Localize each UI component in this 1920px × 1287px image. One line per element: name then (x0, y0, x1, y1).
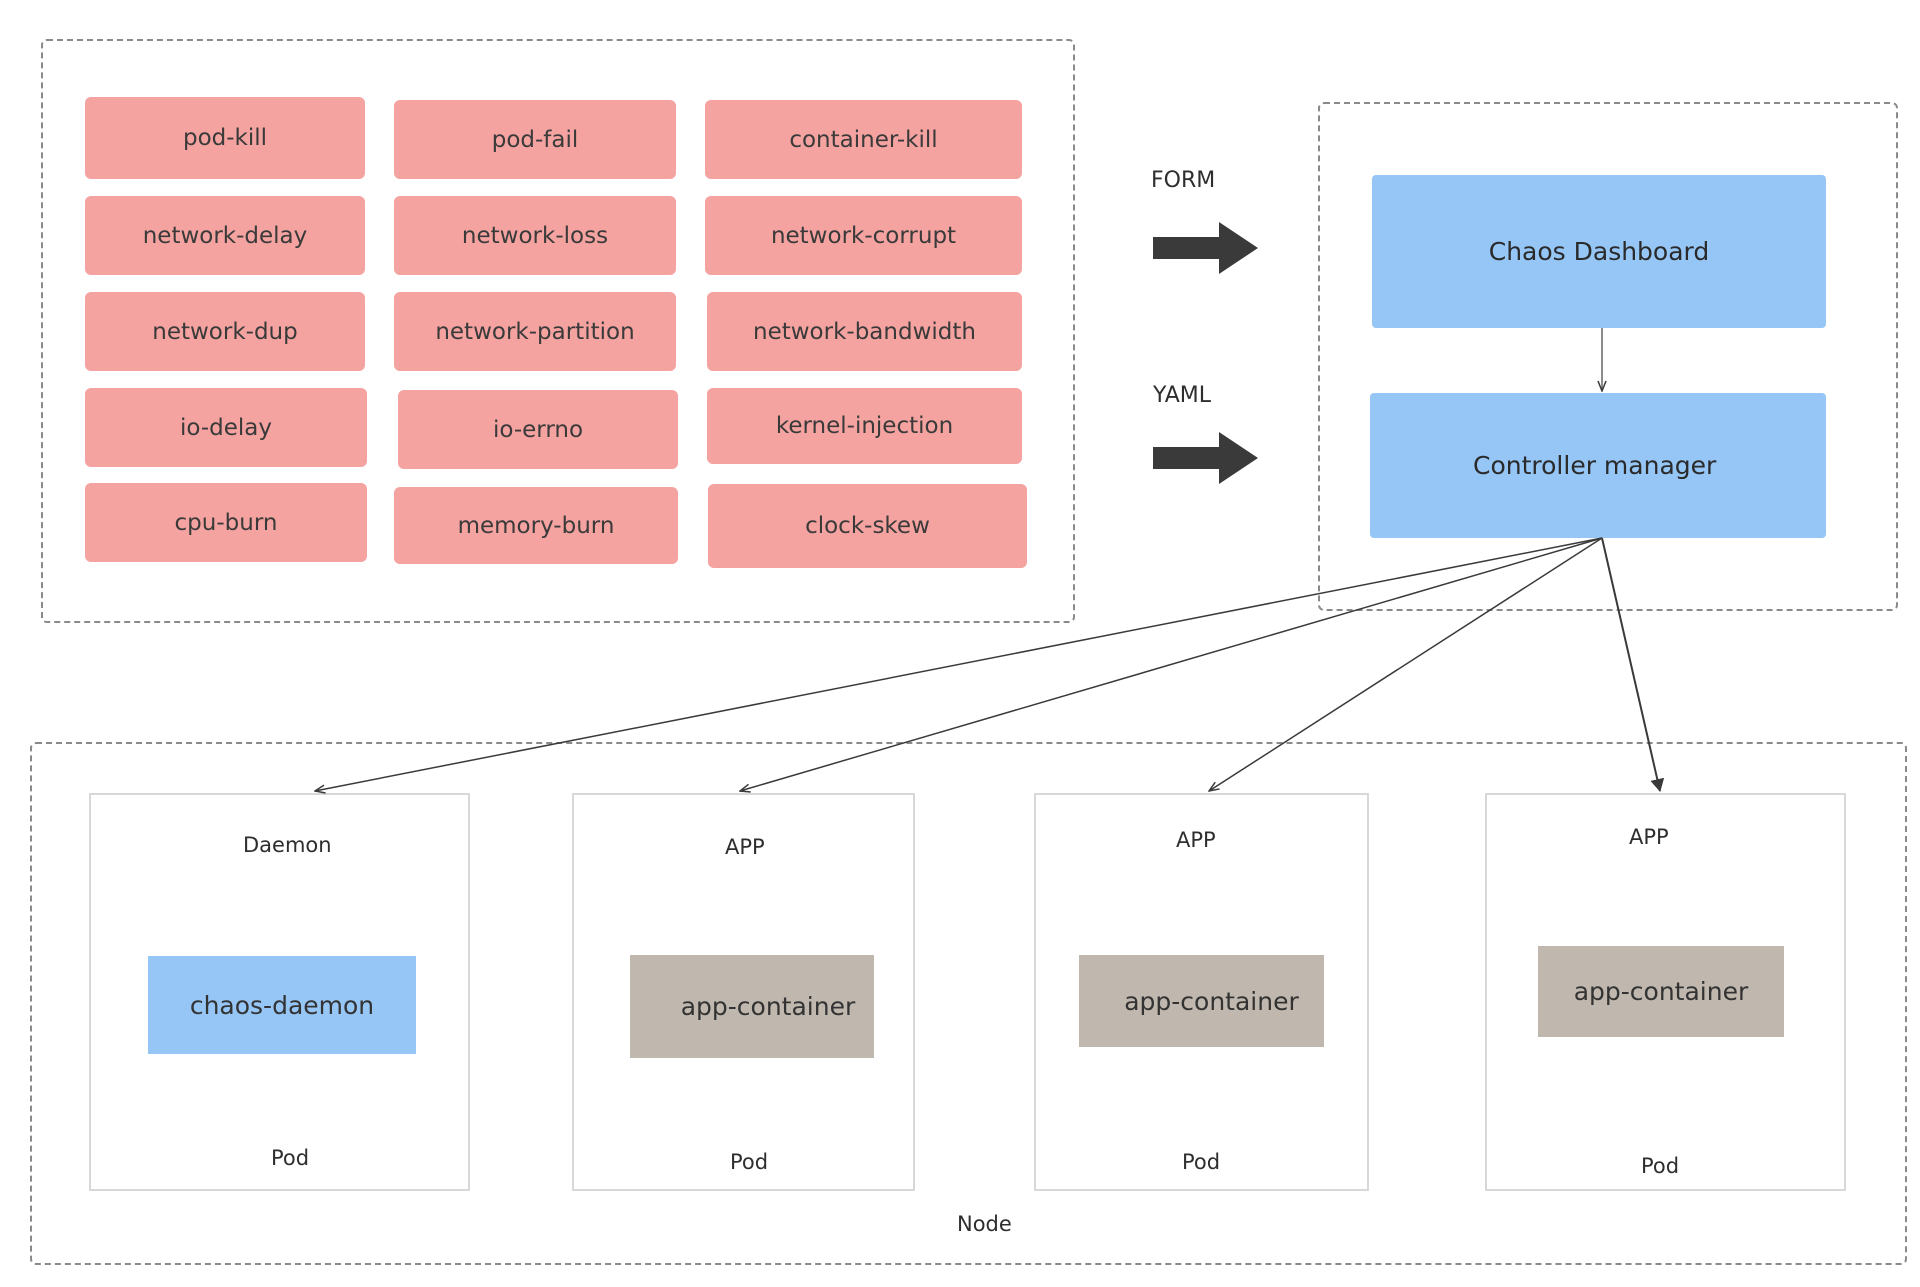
fault-network-partition[interactable]: network-partition (394, 292, 676, 371)
fault-network-delay[interactable]: network-delay (85, 196, 365, 275)
app-container[interactable]: app-container (630, 955, 874, 1058)
pod-footer: Pod (271, 1146, 310, 1170)
pod-footer: Pod (730, 1150, 769, 1174)
yaml-arrow-icon (1153, 432, 1258, 484)
pod-footer: Pod (1182, 1150, 1221, 1174)
app-container[interactable]: app-container (1538, 946, 1784, 1037)
fault-clock-skew[interactable]: clock-skew (708, 484, 1027, 568)
fault-pod-kill[interactable]: pod-kill (85, 97, 365, 179)
pod-title: APP (1629, 825, 1669, 849)
fault-memory-burn[interactable]: memory-burn (394, 487, 678, 564)
fault-network-dup[interactable]: network-dup (85, 292, 365, 371)
pod-footer: Pod (1641, 1154, 1680, 1178)
node-label: Node (957, 1212, 1012, 1236)
controller-manager-box[interactable]: Controller manager (1370, 393, 1826, 538)
fault-io-delay[interactable]: io-delay (85, 388, 367, 467)
fault-network-bandwidth[interactable]: network-bandwidth (707, 292, 1022, 371)
app-container[interactable]: app-container (1079, 955, 1324, 1047)
fault-container-kill[interactable]: container-kill (705, 100, 1022, 179)
chaos-daemon-container[interactable]: chaos-daemon (148, 956, 416, 1054)
form-label: FORM (1151, 168, 1216, 193)
chaos-dashboard-box[interactable]: Chaos Dashboard (1372, 175, 1826, 328)
fault-pod-fail[interactable]: pod-fail (394, 100, 676, 179)
pod-title: APP (725, 835, 765, 859)
form-arrow-icon (1153, 222, 1258, 274)
fault-cpu-burn[interactable]: cpu-burn (85, 483, 367, 562)
fault-kernel-injection[interactable]: kernel-injection (707, 388, 1022, 464)
fault-network-corrupt[interactable]: network-corrupt (705, 196, 1022, 275)
pod-title: APP (1176, 828, 1216, 852)
fault-network-loss[interactable]: network-loss (394, 196, 676, 275)
yaml-label: YAML (1153, 383, 1212, 408)
fault-io-errno[interactable]: io-errno (398, 390, 678, 469)
pod-title: Daemon (243, 833, 332, 857)
